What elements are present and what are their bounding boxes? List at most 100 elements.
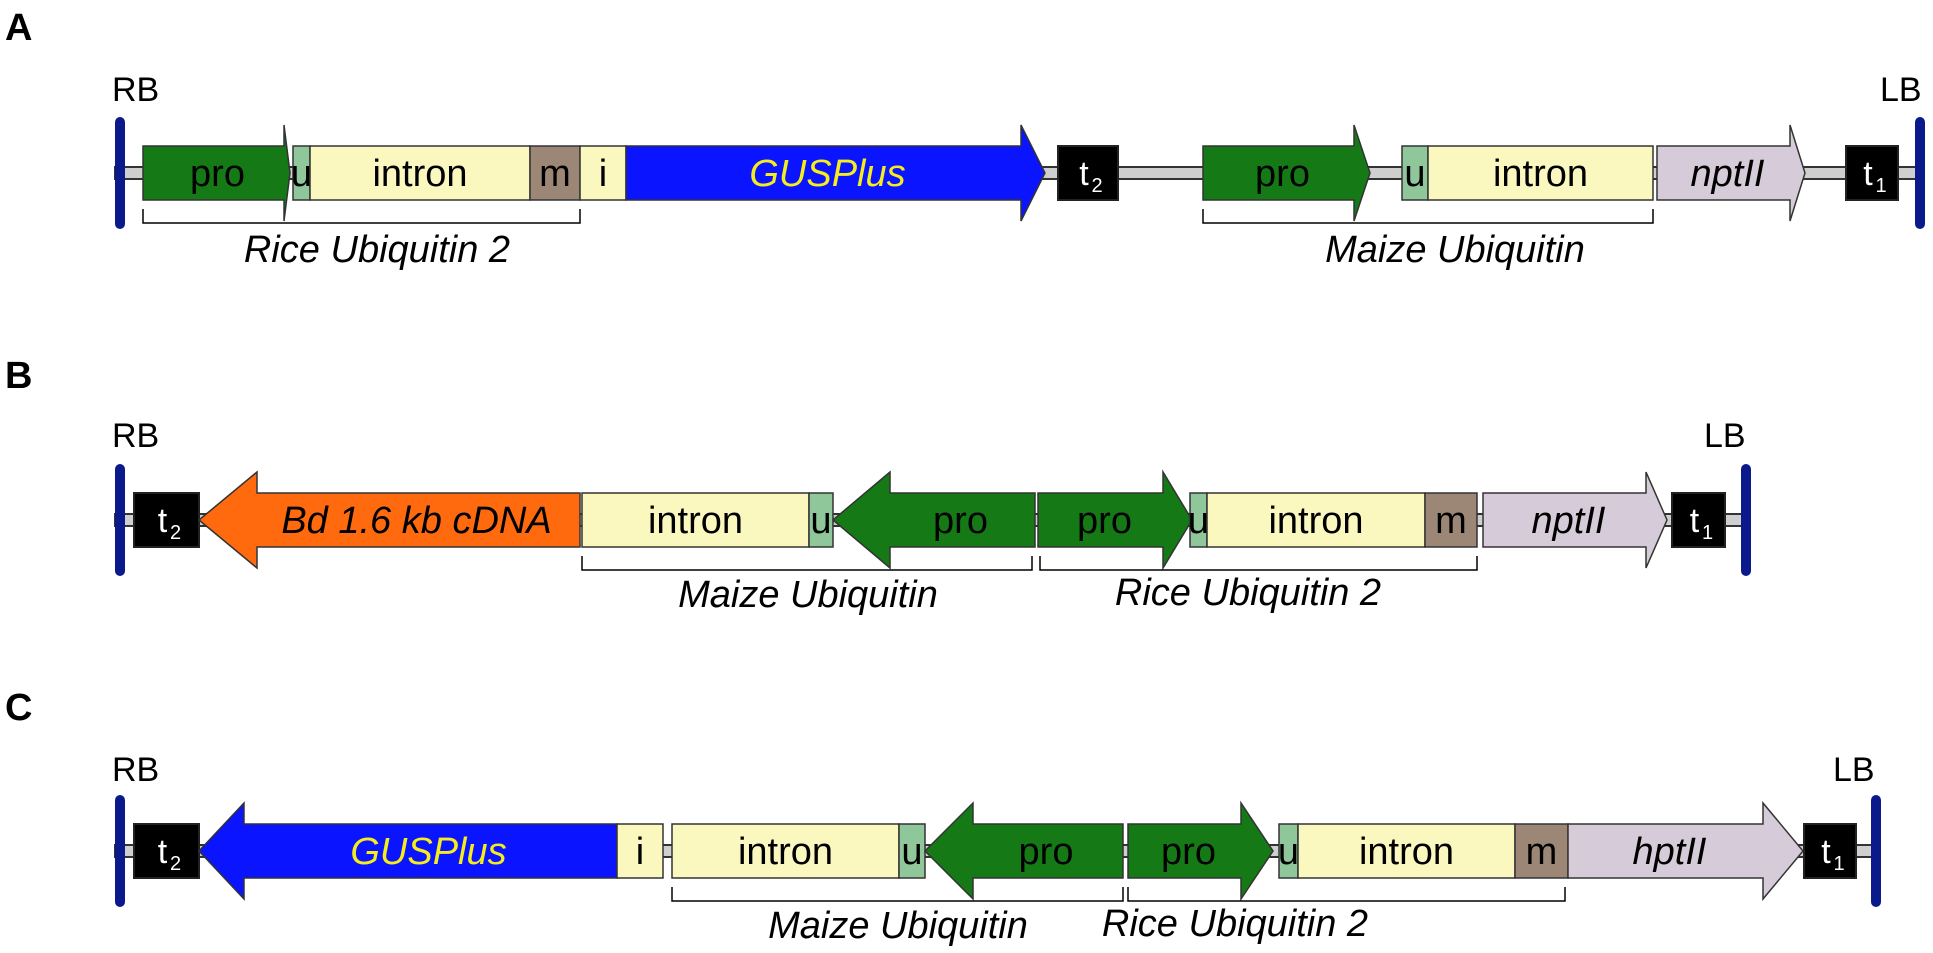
terminator-label: t bbox=[158, 833, 168, 871]
utr-label: u bbox=[1278, 831, 1299, 873]
panel-label: A bbox=[5, 7, 32, 49]
promoter-bracket bbox=[1127, 887, 1566, 902]
promoter-bracket bbox=[142, 209, 581, 224]
element-selectable: nptII bbox=[1656, 124, 1806, 222]
i-label: i bbox=[599, 153, 607, 195]
intron-label: intron bbox=[1359, 831, 1454, 873]
element-intron: intron bbox=[309, 145, 531, 201]
terminator-label: t bbox=[1690, 502, 1700, 540]
utr-label: u bbox=[291, 153, 312, 195]
selectable-label: nptII bbox=[1532, 500, 1606, 542]
selectable-label: hptII bbox=[1633, 831, 1707, 873]
right-border-bar bbox=[115, 795, 125, 907]
promoter-label: pro bbox=[1161, 831, 1216, 873]
promoter-label: pro bbox=[1019, 831, 1074, 873]
promoter-bracket bbox=[1202, 209, 1654, 224]
utr-label: u bbox=[1188, 500, 1209, 542]
m-label: m bbox=[1435, 500, 1467, 542]
promoter-arrow bbox=[142, 124, 291, 222]
promoter-label: pro bbox=[933, 500, 988, 542]
element-intron: intron bbox=[581, 492, 810, 548]
element-promoter: pro bbox=[1037, 469, 1193, 571]
terminator-box bbox=[1671, 492, 1726, 548]
terminator-subscript: 1 bbox=[1833, 853, 1844, 875]
promoter-arrow bbox=[923, 801, 1124, 901]
terminator-box bbox=[1845, 145, 1899, 201]
promoter-label: pro bbox=[1255, 153, 1310, 195]
terminator-label: t bbox=[1079, 155, 1089, 193]
terminator-label: t bbox=[158, 502, 168, 540]
element-gus: GUSPlus bbox=[625, 124, 1046, 222]
utr-label: u bbox=[810, 500, 831, 542]
bracket-label: Rice Ubiquitin 2 bbox=[244, 229, 510, 271]
element-promoter: pro bbox=[142, 124, 291, 222]
terminator-subscript: 2 bbox=[170, 853, 181, 875]
gus-label: GUSPlus bbox=[749, 153, 905, 195]
intron-box bbox=[1206, 492, 1426, 548]
intron-box bbox=[1427, 145, 1654, 201]
element-i: i bbox=[579, 145, 627, 201]
intron-box bbox=[671, 823, 900, 879]
selectable-label: nptII bbox=[1691, 153, 1765, 195]
promoter-bracket bbox=[671, 887, 1124, 902]
element-promoter: pro bbox=[831, 470, 1036, 570]
promoter-bracket bbox=[581, 556, 1033, 571]
element-intron: intron bbox=[671, 823, 900, 879]
intron-label: intron bbox=[1268, 500, 1363, 542]
lb-label: LB bbox=[1704, 417, 1746, 455]
terminator-label: t bbox=[1863, 155, 1873, 193]
selectable-arrow bbox=[1482, 471, 1668, 569]
element-promoter: pro bbox=[923, 801, 1124, 901]
terminator-subscript: 1 bbox=[1875, 175, 1886, 197]
terminator-box bbox=[1057, 145, 1119, 201]
terminator-label: t bbox=[1821, 833, 1831, 871]
i-label: i bbox=[636, 831, 644, 873]
bracket-label: Maize Ubiquitin bbox=[768, 905, 1028, 947]
terminator-subscript: 1 bbox=[1702, 522, 1713, 544]
selectable-arrow bbox=[1656, 124, 1806, 222]
intron-label: intron bbox=[648, 500, 743, 542]
rb-label: RB bbox=[112, 751, 159, 789]
element-selectable: nptII bbox=[1482, 471, 1668, 569]
cdna-arrow bbox=[197, 470, 581, 570]
element-i: i bbox=[616, 823, 664, 879]
right-border-bar bbox=[115, 117, 125, 229]
intron-label: intron bbox=[738, 831, 833, 873]
gus-arrow bbox=[625, 124, 1046, 222]
m-box bbox=[1514, 823, 1569, 879]
element-promoter: pro bbox=[1127, 800, 1274, 902]
bracket-label: Maize Ubiquitin bbox=[1325, 229, 1585, 271]
element-utr: u bbox=[1188, 492, 1209, 548]
element-m: m bbox=[1424, 492, 1478, 548]
promoter-label: pro bbox=[190, 153, 245, 195]
element-intron: intron bbox=[1297, 823, 1516, 879]
lb-label: LB bbox=[1880, 71, 1922, 109]
bracket-label: Maize Ubiquitin bbox=[678, 574, 938, 616]
element-utr: u bbox=[1401, 145, 1429, 201]
m-box bbox=[1424, 492, 1478, 548]
element-selectable: hptII bbox=[1567, 800, 1804, 902]
right-border-bar bbox=[115, 464, 125, 576]
element-cdna: Bd 1.6 kb cDNA bbox=[197, 470, 581, 570]
left-border-bar bbox=[1871, 795, 1881, 907]
m-label: m bbox=[539, 153, 571, 195]
element-utr: u bbox=[898, 823, 926, 879]
intron-box bbox=[1297, 823, 1516, 879]
cdna-label: Bd 1.6 kb cDNA bbox=[281, 500, 551, 542]
terminator-box bbox=[1803, 823, 1857, 879]
bracket-label: Rice Ubiquitin 2 bbox=[1115, 572, 1381, 614]
left-border-bar bbox=[1915, 117, 1925, 229]
intron-box bbox=[309, 145, 531, 201]
terminator-subscript: 2 bbox=[1091, 175, 1102, 197]
utr-label: u bbox=[901, 831, 922, 873]
promoter-arrow bbox=[831, 470, 1036, 570]
element-intron: intron bbox=[1427, 145, 1654, 201]
i-box bbox=[616, 823, 664, 879]
